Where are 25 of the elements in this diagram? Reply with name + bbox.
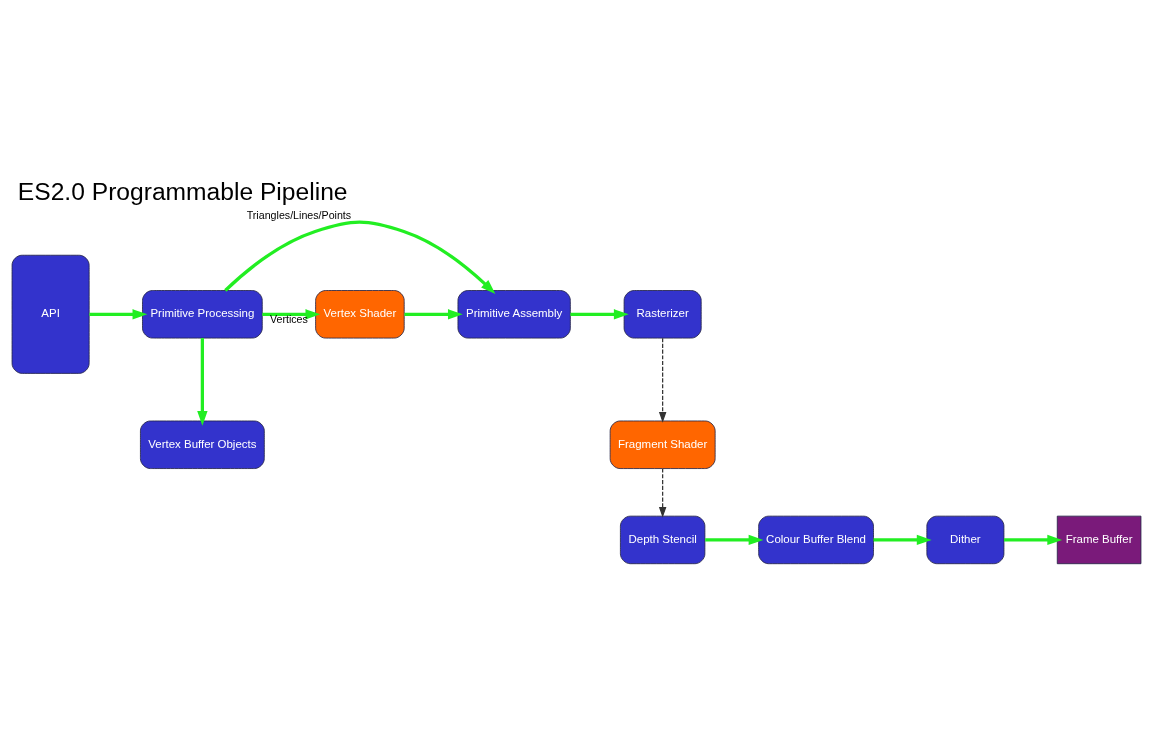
arrow [404, 309, 463, 320]
arrow [89, 309, 148, 320]
node-box: Dither [926, 515, 1005, 565]
arrow [197, 338, 208, 426]
node-box: Primitive Assembly [457, 290, 571, 339]
arrow [658, 468, 667, 518]
node-box: Primitive Processing [142, 290, 263, 339]
node-box: API [11, 254, 90, 374]
node-box: Colour Buffer Blend [758, 515, 874, 565]
arrow [705, 534, 764, 546]
arrow [224, 220, 496, 294]
node-box: Vertex Shader [315, 290, 405, 339]
node-box: Vertex Buffer Objects [140, 420, 265, 469]
arrow [1004, 534, 1063, 546]
node-box: Rasterizer [623, 290, 702, 339]
node-box: Frame Buffer [1056, 515, 1142, 565]
arrow [262, 309, 321, 320]
edge-label: Vertices [269, 312, 308, 325]
diagram-title: ES2.0 Programmable Pipeline [17, 178, 348, 206]
arrow [873, 534, 932, 546]
edge-label: Triangles/Lines/Points [246, 209, 352, 222]
arrow [570, 309, 629, 320]
node-box: Depth Stencil [620, 515, 706, 565]
node-box: Fragment Shader [609, 420, 716, 469]
arrow [658, 337, 667, 423]
